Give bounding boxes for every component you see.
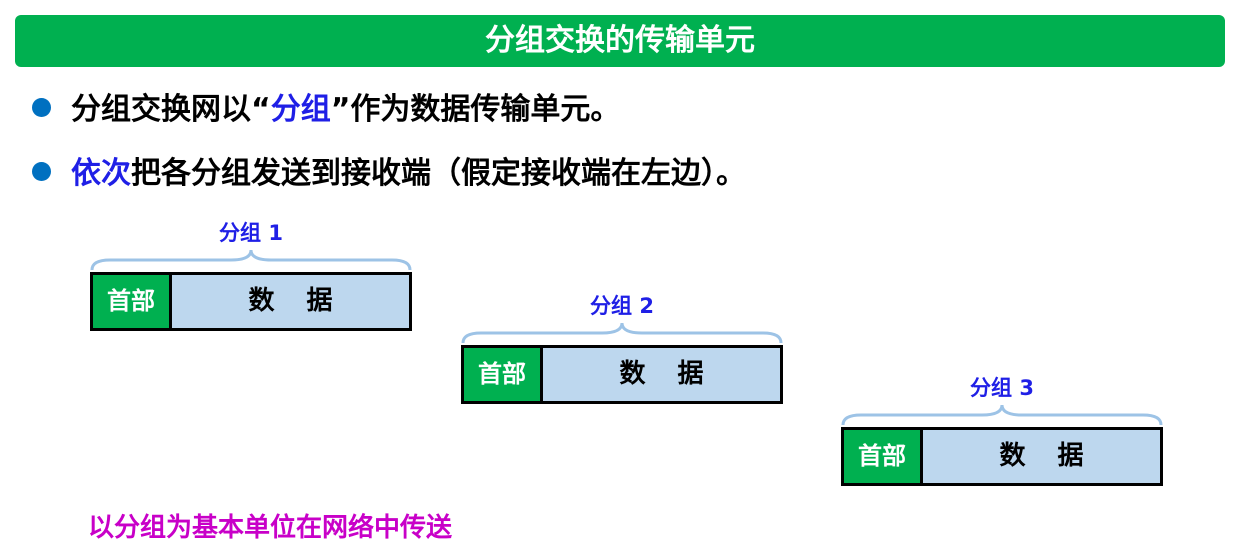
packet-header: 首部 <box>93 275 172 328</box>
bullet-1-highlight: 分组 <box>270 92 331 127</box>
packet-data: 数据 <box>619 359 736 389</box>
bullet-2-highlight: 依次 <box>71 156 131 191</box>
packet-data: 数据 <box>999 441 1116 471</box>
packet-label: 分组 1 <box>219 221 283 245</box>
bullet-2-part-2: 把各分组发送到接收端（假定接收端在左边）。 <box>131 156 746 191</box>
brace-icon <box>841 404 1163 426</box>
bullet-2: 依次把各分组发送到接收端（假定接收端在左边）。 <box>32 152 746 196</box>
bullet-dot-icon <box>32 162 51 181</box>
footer-caption: 以分组为基本单位在网络中传送 <box>88 513 453 543</box>
packet-box: 首部 数据 <box>841 427 1163 486</box>
brace-icon <box>461 322 783 344</box>
packet-data: 数据 <box>248 286 365 316</box>
bullet-1-part-1: 分组交换网以“ <box>71 92 271 127</box>
packet-box: 首部 数据 <box>461 345 783 404</box>
page-title: 分组交换的传输单元 <box>485 23 755 58</box>
brace-icon <box>90 249 412 271</box>
packet-label: 分组 3 <box>970 376 1034 400</box>
packet-header: 首部 <box>844 430 923 483</box>
packet-box: 首部 数据 <box>90 272 412 331</box>
title-banner: 分组交换的传输单元 <box>15 15 1225 67</box>
packet-label: 分组 2 <box>590 294 654 318</box>
packet-header: 首部 <box>464 348 543 401</box>
bullet-dot-icon <box>32 98 51 117</box>
bullet-1-part-3: ”作为数据传输单元。 <box>330 92 621 127</box>
bullet-1: 分组交换网以“分组”作为数据传输单元。 <box>32 88 620 132</box>
